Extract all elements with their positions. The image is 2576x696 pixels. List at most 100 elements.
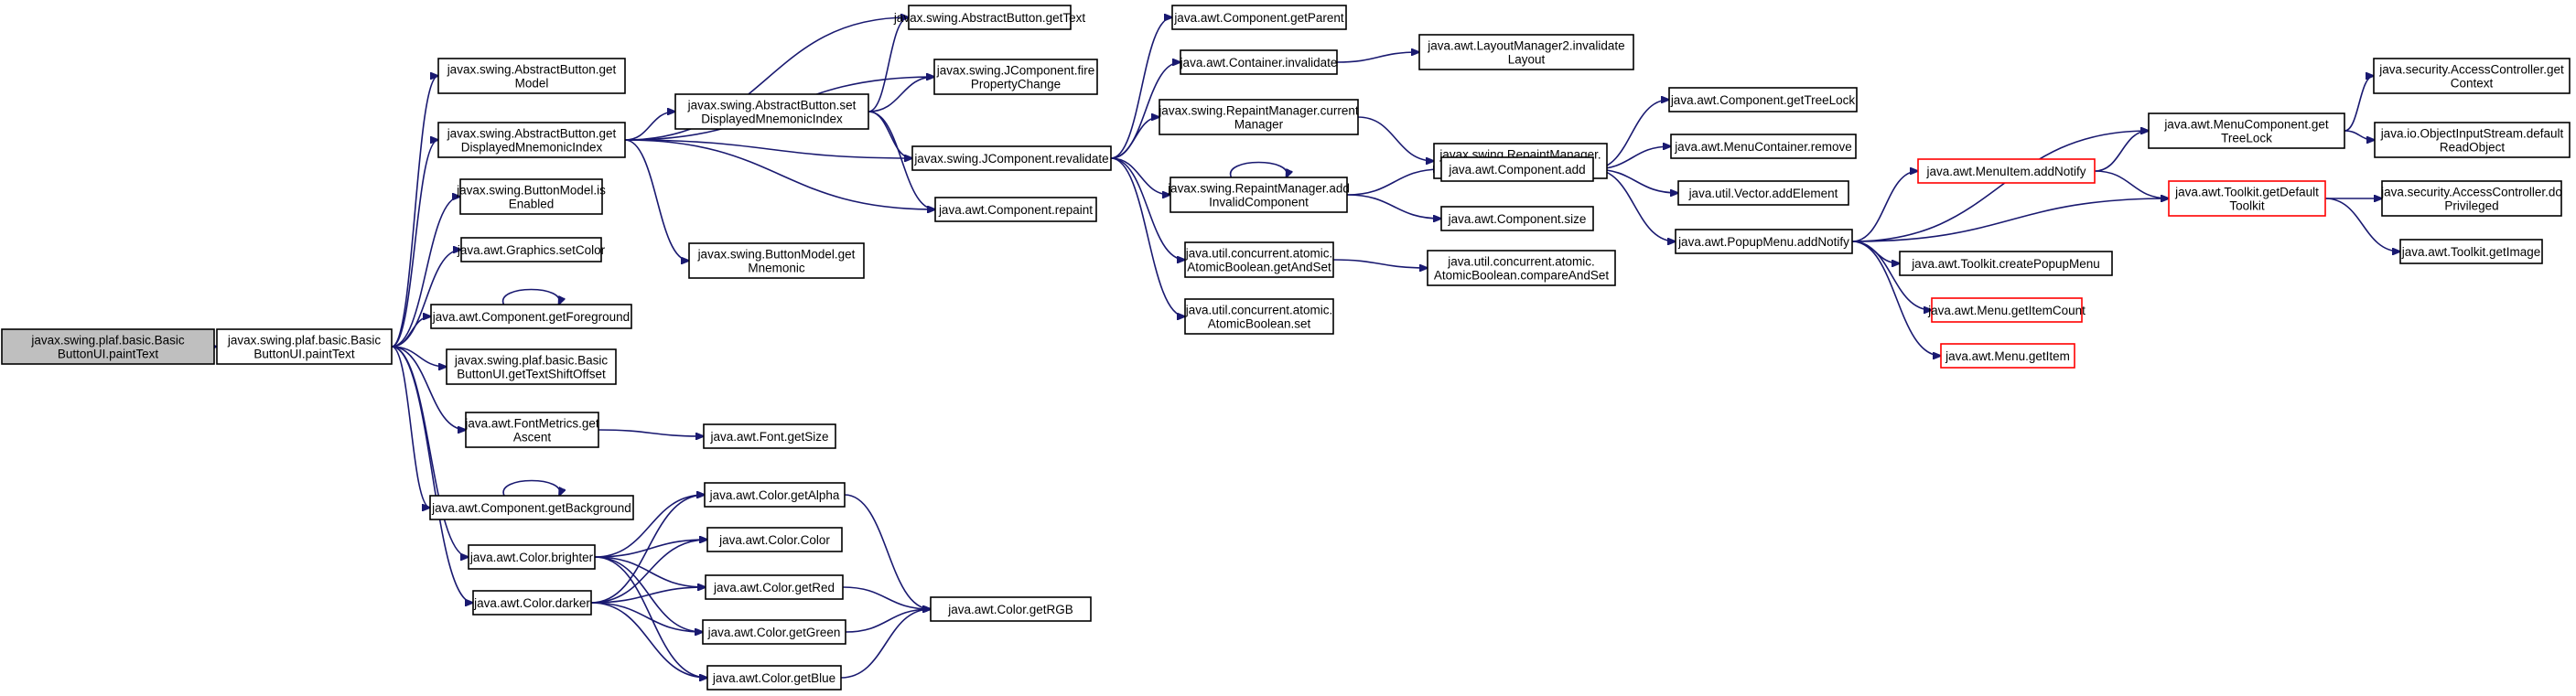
graph-node-n30[interactable]: java.util.concurrent.atomic.AtomicBoolea… [1184,298,1334,335]
node-label: javax.swing.AbstractButton.get [447,63,617,77]
edge-n21-n24 [842,586,931,609]
graph-node-n26[interactable]: java.awt.Container.invalidate [1180,49,1338,75]
graph-node-n21[interactable]: java.awt.Color.getRed [705,574,844,600]
graph-node-n40[interactable]: java.awt.MenuItem.addNotify [1917,158,2096,184]
node-label: java.security.AccessController.do [2380,186,2562,199]
edge-n14-n13 [868,77,934,112]
graph-node-n9[interactable]: java.awt.Component.getBackground [429,495,634,520]
node-box [688,242,865,279]
graph-node-n41[interactable]: java.awt.Toolkit.createPopupMenu [1899,251,2113,276]
graph-node-n10[interactable]: java.awt.Color.brighter [468,544,596,570]
node-label: java.security.AccessController.get [2378,63,2564,77]
graph-node-n49[interactable]: java.awt.Toolkit.getImage [2399,239,2543,264]
node-box [706,527,843,552]
graph-node-n0[interactable]: javax.swing.plaf.basic.BasicButtonUI.pai… [1,328,215,365]
edge-n10-n19 [594,495,705,558]
edge-n29-n35 [1332,259,1428,268]
node-label: InvalidComponent [1209,196,1309,209]
graph-node-n7[interactable]: javax.swing.plaf.basic.BasicButtonUI.get… [446,348,617,385]
edge-n6-n6 [501,288,560,305]
graph-node-n47[interactable]: java.io.ObjectInputStream.defaultReadObj… [2374,122,2571,158]
node-box [702,619,846,645]
graph-node-n15[interactable]: javax.swing.JComponent.revalidate [911,145,1112,171]
edge-n1-n2 [391,76,438,348]
node-label: javax.swing.JComponent.fire [936,64,1095,78]
graph-node-n1[interactable]: javax.swing.plaf.basic.BasicButtonUI.pai… [216,328,393,365]
graph-node-n29[interactable]: java.util.concurrent.atomic.AtomicBoolea… [1184,241,1334,278]
edge-n1-n4 [391,197,460,348]
graph-node-n16[interactable]: java.awt.Component.repaint [934,197,1097,222]
graph-node-n37[interactable]: java.awt.MenuContainer.remove [1670,134,1857,159]
node-label: java.awt.Toolkit.getDefault [2174,186,2319,199]
node-box [437,122,626,158]
node-label: javax.swing.plaf.basic.Basic [30,334,185,348]
graph-node-n42[interactable]: java.awt.Menu.getItemCount [1927,297,2086,323]
node-label: java.awt.Component.getForeground [432,310,630,324]
graph-node-n33[interactable]: java.awt.Component.add [1440,156,1594,182]
node-label: Model [515,77,549,91]
graph-node-n19[interactable]: java.awt.Color.getAlpha [704,482,846,508]
node-box [1184,241,1334,278]
node-box [460,237,602,262]
graph-node-n3[interactable]: javax.swing.AbstractButton.getDisplayedM… [437,122,626,158]
node-box [1675,229,1853,254]
node-label: Manager [1234,118,1284,132]
node-label: java.awt.PopupMenu.addNotify [1677,235,1849,249]
node-box [1169,177,1348,213]
graph-node-n6[interactable]: java.awt.Component.getForeground [430,304,632,329]
graph-node-n36[interactable]: java.awt.Component.getTreeLock [1668,87,1858,112]
node-label: Context [2451,77,2494,91]
node-box [1899,251,2113,276]
graph-node-n25[interactable]: java.awt.Component.getParent [1171,5,1347,30]
graph-node-n44[interactable]: java.awt.MenuComponent.getTreeLock [2148,112,2345,149]
edge-n3-n12 [624,17,909,141]
edge-n44-n46 [2344,76,2374,132]
node-label: java.awt.Color.getRed [713,581,835,594]
graph-node-n48[interactable]: java.security.AccessController.doPrivile… [2380,180,2562,217]
edge-n1-n3 [391,140,438,348]
graph-node-n11[interactable]: java.awt.Color.darker [472,590,592,616]
edge-n11-n19 [590,495,705,604]
graph-node-n23[interactable]: java.awt.Color.getBlue [706,665,842,691]
graph-node-n14[interactable]: javax.swing.AbstractButton.setDisplayedM… [674,93,869,130]
node-label: Enabled [509,198,555,211]
edge-n11-n21 [590,587,706,604]
graph-node-n46[interactable]: java.security.AccessController.getContex… [2373,58,2571,94]
node-label: java.awt.Container.invalidate [1180,56,1338,70]
edge-n40-n44 [2094,131,2149,172]
graph-node-n12[interactable]: javax.swing.AbstractButton.getText [893,5,1086,30]
node-label: AtomicBoolean.compareAndSet [1434,269,1610,283]
graph-node-n34[interactable]: java.awt.Component.size [1440,206,1594,231]
node-box [2381,180,2562,217]
node-label: ReadObject [2440,141,2506,155]
graph-node-n24[interactable]: java.awt.Color.getRGB [930,596,1092,622]
edge-n39-n43 [1851,241,1941,356]
graph-node-n43[interactable]: java.awt.Menu.getItem [1940,343,2075,369]
graph-node-n13[interactable]: javax.swing.JComponent.firePropertyChang… [933,59,1098,95]
graph-node-n35[interactable]: java.util.concurrent.atomic.AtomicBoolea… [1427,250,1616,286]
graph-node-n5[interactable]: java.awt.Graphics.setColor [457,237,606,262]
node-label: javax.swing.plaf.basic.Basic [454,354,609,368]
graph-node-n27[interactable]: javax.swing.RepaintManager.currentManage… [1158,99,1359,135]
graph-node-n22[interactable]: java.awt.Color.getGreen [702,619,846,645]
graph-node-n38[interactable]: java.util.Vector.addElement [1677,180,1849,206]
graph-node-n39[interactable]: java.awt.PopupMenu.addNotify [1675,229,1853,254]
edge-n1-n9 [391,346,430,508]
edge-n11-n20 [590,540,707,604]
edge-n1-n11 [391,346,473,603]
node-label: AtomicBoolean.set [1208,317,1311,331]
node-box [705,574,844,600]
graph-node-n18[interactable]: java.awt.Font.getSize [703,423,836,449]
graph-node-n20[interactable]: java.awt.Color.Color [706,527,843,552]
node-label: DisplayedMnemonicIndex [461,141,603,155]
graph-node-n28[interactable]: javax.swing.RepaintManager.addInvalidCom… [1167,177,1350,213]
node-label: java.awt.Component.getParent [1173,11,1344,25]
edge-n3-n17 [624,139,689,261]
